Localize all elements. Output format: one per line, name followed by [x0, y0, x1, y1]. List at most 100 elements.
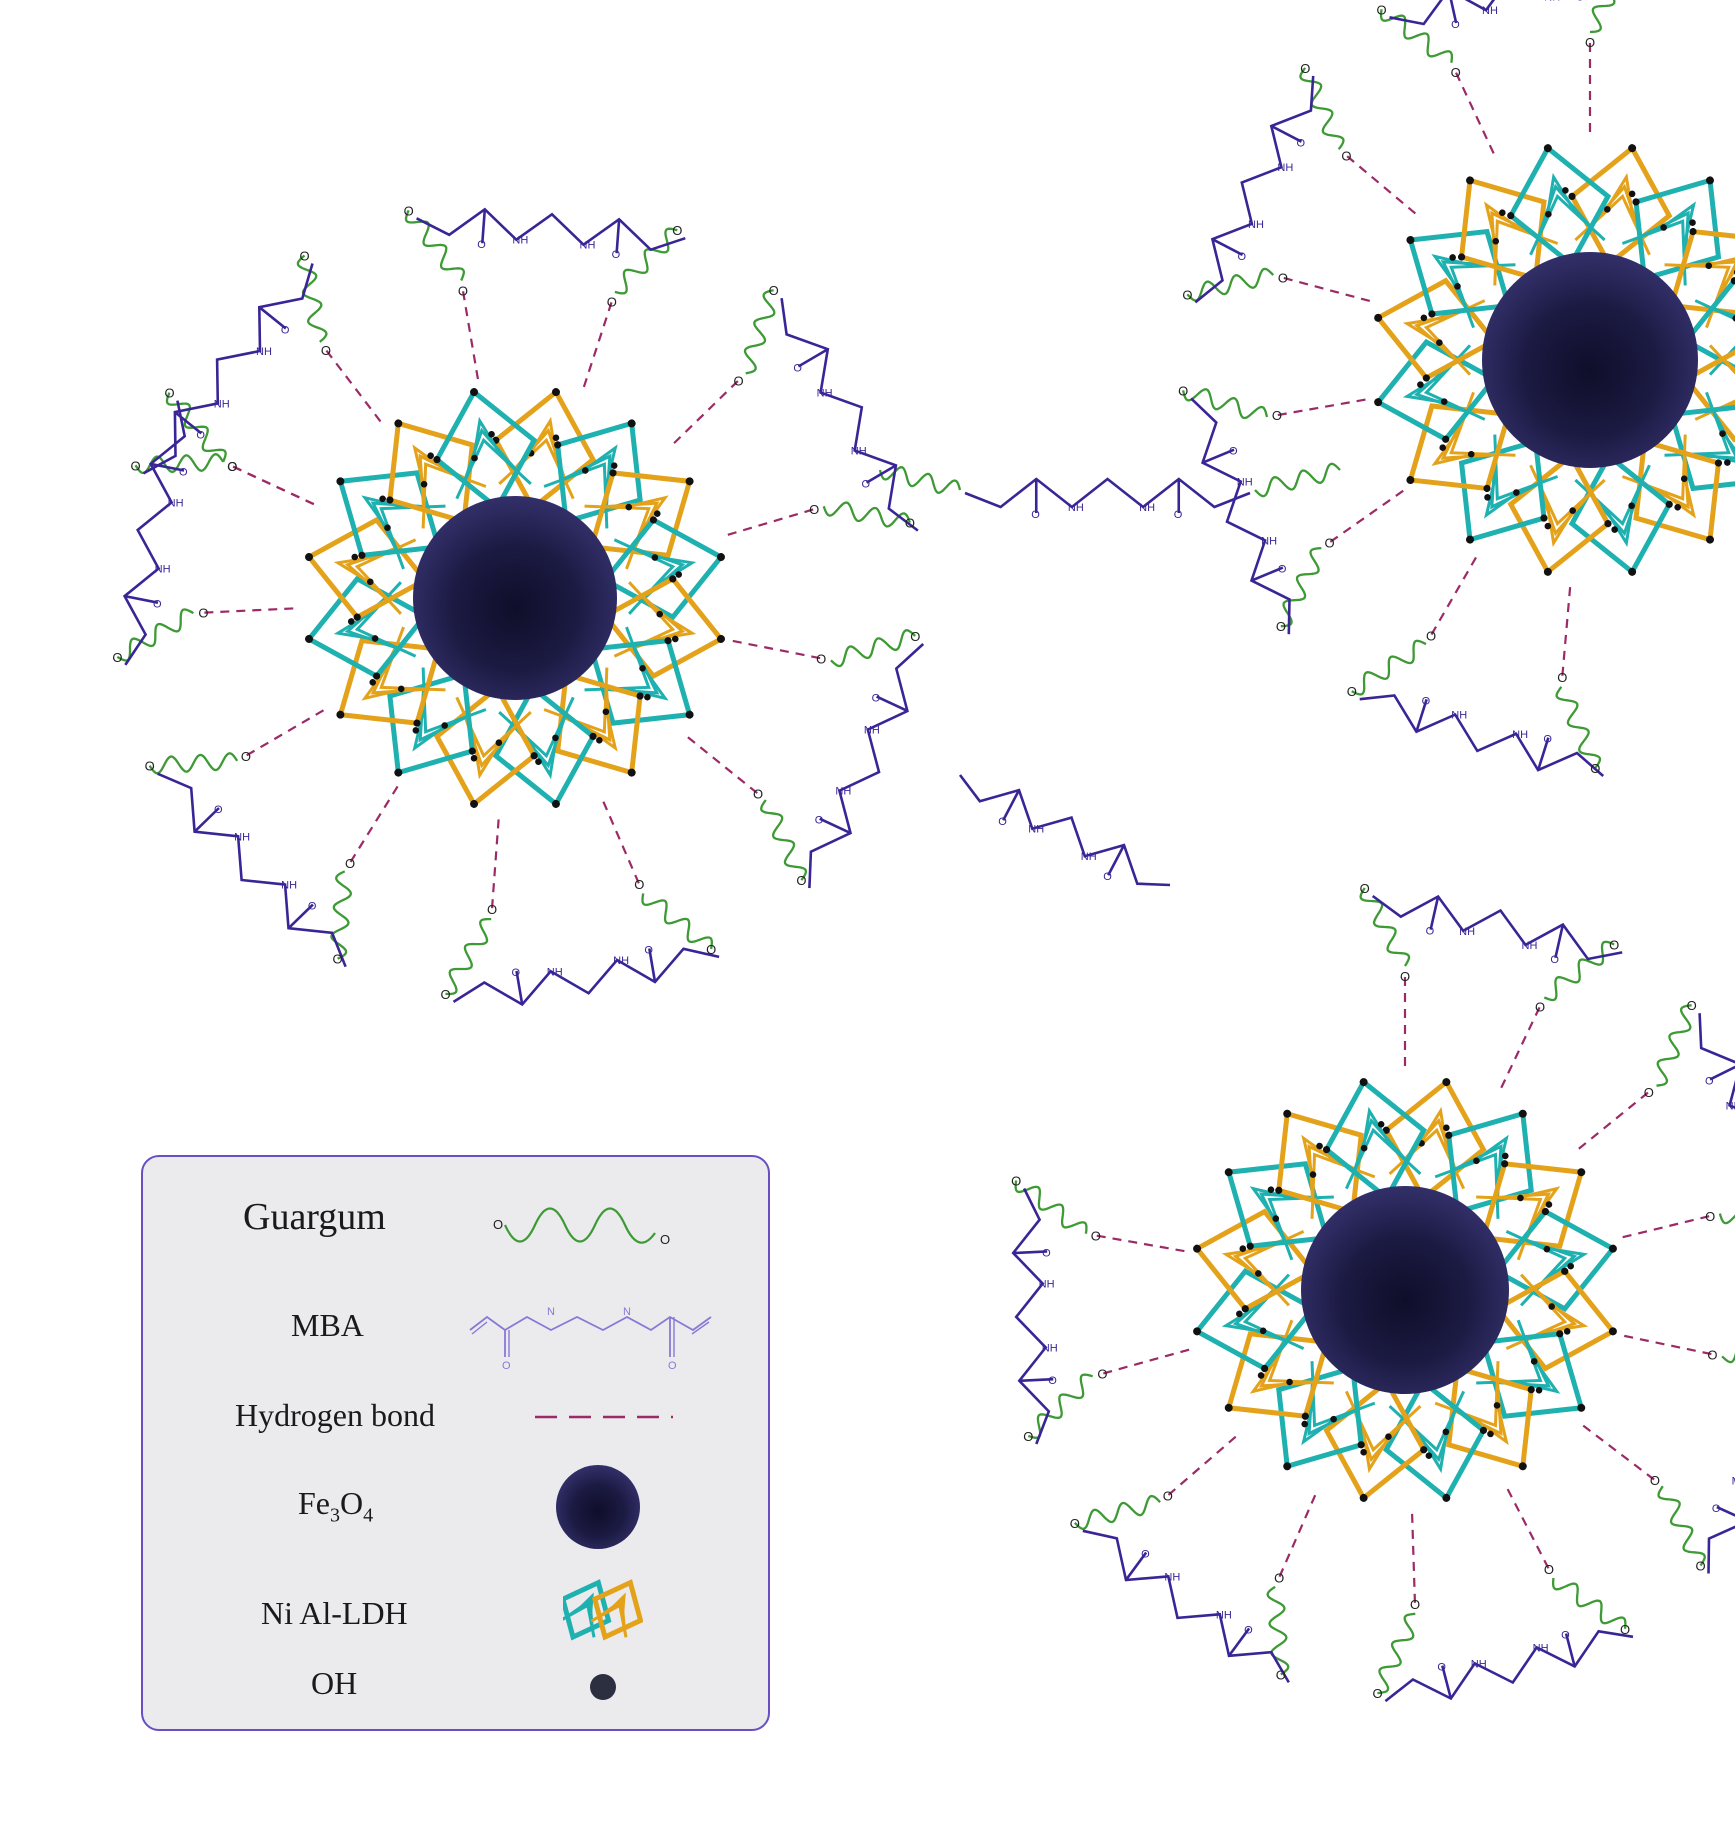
oh-dot [1465, 176, 1474, 185]
oh-dot [653, 510, 661, 517]
oh-dot [384, 524, 391, 531]
mba-nitrogen: N [1042, 1343, 1050, 1355]
oxygen-atom: O [112, 650, 122, 665]
ldh-layer-line [1361, 1428, 1392, 1474]
carbonyl-bond [1449, 0, 1458, 24]
particle-bottomright-guargum-chain [1027, 1373, 1094, 1439]
ldh-layer-line [1221, 1246, 1267, 1277]
oh-dot [1360, 1448, 1367, 1456]
oh-dot [1530, 1358, 1538, 1365]
oh-dot [420, 480, 428, 488]
ldh-layer-line [471, 416, 503, 462]
oxygen-atom: O [1609, 937, 1619, 952]
particle-left-mba-crosslink [808, 643, 925, 889]
carbonyl-bond [1536, 737, 1550, 771]
mba-nitrogen: N [1164, 1571, 1172, 1583]
particle-left-ldh-petal [305, 516, 429, 621]
particle-left-ldh-petal [492, 388, 597, 512]
hydrogen-bond [490, 819, 500, 910]
particle-left-ldh-petal [601, 575, 725, 680]
hydrogen-bond [1282, 276, 1371, 303]
ldh-layer-line [1603, 502, 1635, 548]
oxygen-atom: O [1360, 881, 1370, 896]
hydrogen-bond [231, 465, 315, 506]
oh-dot [1543, 1245, 1551, 1253]
oh-dot [1543, 567, 1552, 576]
oh-dot [1706, 176, 1715, 185]
mba-oxygen: O [1561, 1630, 1570, 1642]
oh-dot [1628, 190, 1636, 198]
mba-nitrogen: N [1139, 502, 1147, 514]
mba-oxygen: O [1422, 695, 1431, 707]
mba-hydrogen: H [825, 387, 833, 399]
legend-mba-n2: N [623, 1306, 631, 1318]
mba-nitrogen: N [1237, 476, 1245, 488]
oxygen-atom: O [145, 759, 155, 774]
mba-hydrogen: H [222, 398, 230, 410]
carbonyl-bond [515, 970, 524, 1005]
mba-oxygen: O [793, 362, 802, 374]
hydrogen-bond [1278, 1494, 1317, 1579]
oh-dot [596, 736, 603, 744]
mba-oxygen: O [1451, 19, 1460, 31]
ldh-layer-line [1484, 201, 1521, 245]
oh-dot [1457, 253, 1466, 261]
bridge-mba-crosslink [964, 477, 1251, 509]
carbonyl-bond [1441, 1665, 1453, 1699]
carbonyl-bond [1124, 1551, 1148, 1581]
oh-dot [1224, 1168, 1233, 1177]
carbonyl-bond [1107, 844, 1126, 876]
oxygen-atom: O [753, 787, 763, 802]
oh-dot [1359, 1078, 1368, 1087]
mba-oxygen: O [512, 967, 521, 979]
particle-left-guargum-chain [296, 254, 328, 343]
oh-dot [305, 553, 314, 562]
oxygen-atom: O [198, 606, 208, 621]
legend-fe3o4-symbol [556, 1465, 640, 1549]
particle-topright-mba-crosslink [1389, 0, 1496, 26]
oxygen-atom: O [1097, 1367, 1107, 1382]
oh-dot [1261, 1364, 1269, 1373]
particle-bottomright-ldh-petal [1493, 1267, 1617, 1372]
legend-oh-symbol [590, 1674, 616, 1700]
oh-dot [669, 575, 677, 583]
ldh-layer-line [412, 708, 449, 752]
mba-nitrogen: N [851, 446, 859, 458]
oxygen-atom: O [404, 203, 414, 218]
mba-nitrogen: N [1522, 940, 1530, 952]
particle-topright-guargum-chain [1186, 267, 1275, 302]
oh-dot [470, 799, 479, 808]
oh-dot [1705, 262, 1713, 270]
carbonyl-bond [193, 807, 220, 833]
ldh-layer-line [1301, 1134, 1338, 1179]
oxygen-atom: O [1091, 1228, 1101, 1243]
ldh-layer-line [527, 734, 559, 780]
particle-bottomright-guargum-chain [1721, 1352, 1735, 1364]
legend-fe3o4-label: Fe3O4 [298, 1485, 373, 1527]
oh-dot [644, 693, 651, 701]
oh-dot [1487, 1430, 1494, 1438]
oh-dot [1359, 1493, 1368, 1502]
oxygen-atom: O [458, 283, 468, 298]
ldh-layer-line [1659, 201, 1696, 245]
mba-hydrogen: H [1490, 5, 1498, 17]
hydrogen-bond [1622, 1214, 1711, 1239]
carbonyl-bond [1227, 1627, 1251, 1657]
ldh-layer-line [1545, 172, 1577, 218]
oh-dot [1439, 444, 1447, 451]
ldh-layer-line [1484, 475, 1521, 519]
particle-topright-mba-crosslink [1194, 75, 1315, 304]
particle-left-guargum-chain [641, 893, 713, 950]
oh-dot [353, 613, 361, 621]
oxygen-atom: O [487, 902, 497, 917]
hydrogen-bond [1411, 1513, 1417, 1604]
carbonyl-bond [615, 219, 621, 254]
oh-dot [1283, 1109, 1292, 1118]
oxygen-atom: O [1535, 999, 1545, 1014]
ldh-petal-outline [563, 1579, 612, 1641]
oh-dot [1544, 522, 1552, 530]
mba-nitrogen: N [1512, 729, 1520, 741]
mba-hydrogen: H [1734, 1100, 1735, 1112]
oh-dot [1732, 315, 1735, 322]
oh-dot [1417, 381, 1424, 388]
